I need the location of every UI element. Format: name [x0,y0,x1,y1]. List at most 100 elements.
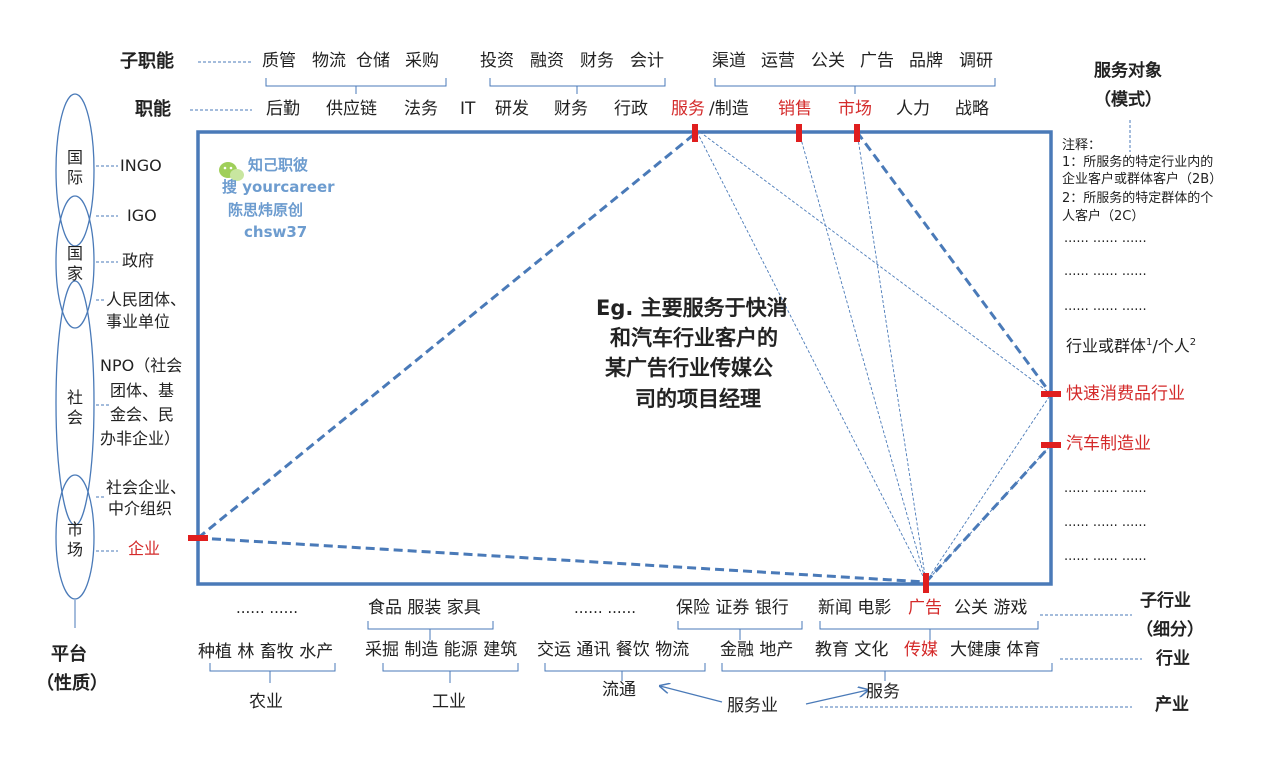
industry-media: 传媒 [904,640,938,660]
sub-function-item: 调研 [959,51,993,71]
industry-services: 教育 文化 [815,640,889,660]
watermark-line: 知己职彼 [248,156,309,174]
industry-circulation: 交运 通讯 餐饮 物流 [537,640,690,660]
function-item: 供应链 [326,99,377,119]
marker-fmcg [1041,391,1061,397]
platform-market: 市场 [67,520,84,559]
watermark-line: 陈思炜原创 [228,201,304,219]
function-label: 职能 [135,99,171,120]
industry-services: 大健康 体育 [950,640,1041,660]
service-target-title: 服务对象 [1094,61,1162,81]
sector-industry: 工业 [432,692,466,712]
function-item: 行政 [614,99,648,119]
sector-label: 产业 [1155,695,1189,715]
sub-industry-finance: 保险 证券 银行 [676,598,789,618]
industry-industrial: 采掘 制造 能源 建筑 [365,640,518,660]
org-people: 人民团体、 [106,290,187,309]
org-npo: 团体、基 [110,381,175,400]
industry-finance: 金融 地产 [720,640,794,660]
sector-agriculture: 农业 [249,692,283,712]
function-item: 财务 [554,99,588,119]
sub-industry-media: 新闻 电影 [818,598,892,618]
marker-ad [923,573,929,593]
ellipse-society [55,280,95,526]
note-line: 2：所服务的特定群体的个 [1062,191,1214,206]
function-item-sales: 销售 [778,99,812,119]
sub-function-label: 子职能 [120,51,174,72]
ellipsis-row: ...... ...... ...... [1064,549,1147,564]
sector-service-industry: 服务业 [727,696,778,716]
platform-national: 国家 [67,244,84,283]
sub-function-item: 仓储 [356,51,390,71]
ellipsis: ...... ...... [236,599,298,617]
sub-function-item: 物流 [312,51,346,71]
service-target-subtitle: （模式） [1094,90,1162,110]
sub-industry-consumer: 食品 服装 家具 [368,598,481,618]
sub-function-item: 融资 [530,51,564,71]
sub-industry-label: 子行业 [1140,591,1191,611]
example-line: Eg. 主要服务于快消 [596,296,788,320]
industry-label: 行业 [1156,649,1190,669]
org-npo: NPO（社会 [100,356,183,375]
example-line: 和汽车行业客户的 [610,326,778,350]
ellipsis-row: ...... ...... ...... [1064,481,1147,496]
marker-enterprise [188,535,208,541]
ellipse-market [55,474,95,600]
function-item: 法务 [404,99,438,119]
sub-function-item: 公关 [811,51,845,71]
sub-function-item: 会计 [630,51,664,71]
ellipsis-row: ...... ...... ...... [1064,264,1147,279]
sub-industry-media: 公关 游戏 [954,598,1028,618]
ellipsis-row: ...... ...... ...... [1064,299,1147,314]
platform-intl: 国际 [67,148,84,187]
marker-service [692,124,698,142]
wechat-icon [219,162,244,181]
function-item: 后勤 [266,99,300,119]
function-item-manufacturing: /制造 [709,99,749,119]
ellipse-intl [55,93,95,247]
note-line: 企业客户或群体客户（2B） [1062,172,1223,187]
sub-function-item: 广告 [860,51,894,71]
sub-function-item: 质管 [262,51,296,71]
main-frame [196,130,1053,586]
note-line: 人客户（2C） [1062,209,1145,224]
sub-industry-ad: 广告 [908,598,942,618]
function-item-marketing: 市场 [838,99,872,119]
org-social-enterprise: 中介组织 [108,499,173,518]
org-npo: 金会、民 [110,405,175,424]
org-ingo: INGO [120,156,162,175]
sector-circulation: 流通 [602,680,636,700]
marker-auto [1041,442,1061,448]
sub-function-item: 渠道 [712,51,746,71]
org-npo: 办非企业） [100,429,181,448]
note-title: 注释： [1062,138,1102,153]
industry-or-group-label: 行业或群体1/个人2 [1066,336,1197,356]
example-line: 司的项目经理 [635,387,761,411]
org-enterprise: 企业 [128,539,161,558]
function-item: IT [460,99,476,119]
marker-marketing [854,124,860,142]
org-igo: IGO [127,206,157,225]
function-item-service: 服务 [671,99,705,119]
target-fmcg: 快速消费品行业 [1066,384,1185,404]
target-auto: 汽车制造业 [1066,434,1151,454]
sub-function-item: 财务 [580,51,614,71]
ellipsis-row: ...... ...... ...... [1064,231,1147,246]
function-item: 研发 [495,99,529,119]
org-government: 政府 [122,251,155,270]
platform-society: 社会 [67,388,84,427]
sub-function-item: 品牌 [909,51,943,71]
sub-industry-label-sub: （细分） [1136,620,1204,640]
org-social-enterprise: 社会企业、 [106,478,187,497]
sub-function-item: 采购 [405,51,439,71]
ellipse-national [55,195,95,329]
sub-function-item: 运营 [761,51,795,71]
org-people: 事业单位 [106,312,171,331]
watermark-line: chsw37 [244,223,308,241]
platform-label: 平台 [51,644,87,665]
industry-agriculture: 种植 林 畜牧 水产 [198,642,334,662]
platform-label-sub: （性质） [36,673,108,694]
ellipsis: ...... ...... [574,599,636,617]
